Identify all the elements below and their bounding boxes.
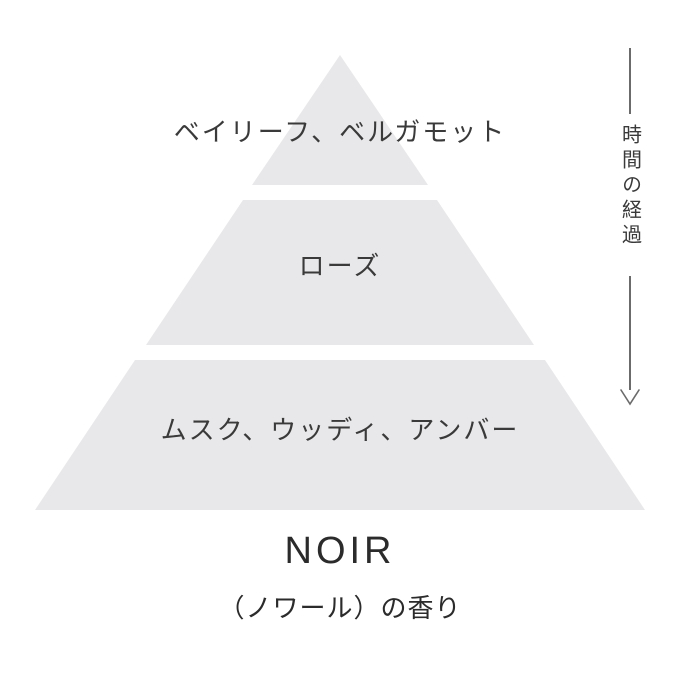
base-notes-label: ムスク、ウッディ、アンバー	[160, 415, 520, 445]
time-arrow-line-lower	[629, 276, 631, 390]
top-notes-label: ベイリーフ、ベルガモット	[173, 117, 507, 147]
product-subtitle: （ノワール）の香り	[218, 593, 462, 623]
time-arrow-line-upper	[629, 48, 631, 114]
product-name: NOIR	[284, 530, 396, 572]
pyramid-tier-base-notes	[35, 360, 645, 510]
time-passage-label: 時間の経過	[618, 124, 641, 249]
down-arrow-icon	[620, 389, 640, 406]
middle-notes-label: ローズ	[298, 251, 382, 281]
